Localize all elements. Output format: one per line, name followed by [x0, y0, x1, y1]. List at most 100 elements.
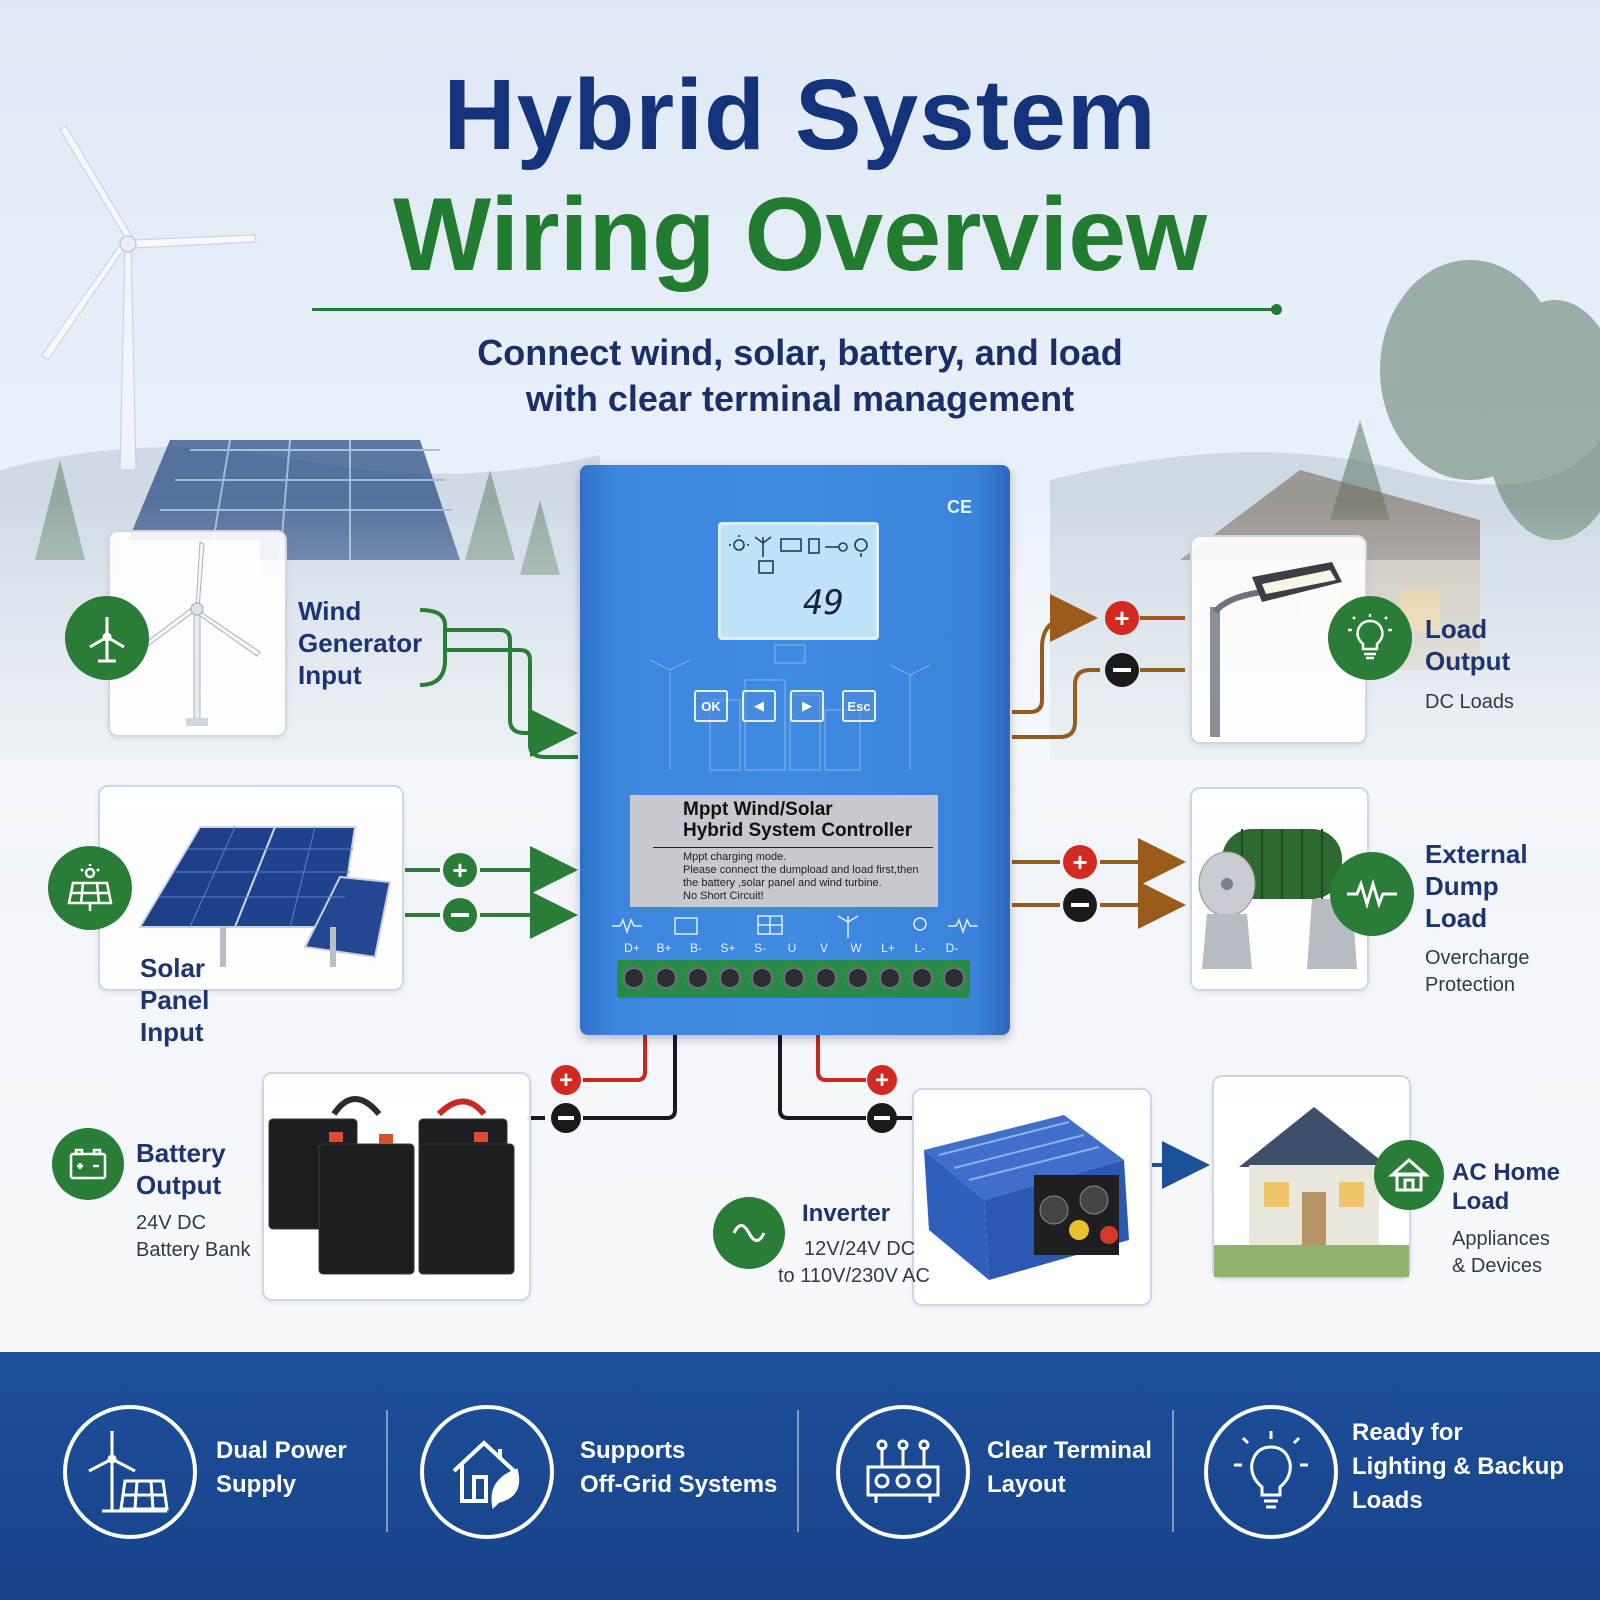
dump-resistor-image	[1198, 829, 1357, 969]
home-image	[1214, 1107, 1409, 1277]
title-line-1: Hybrid System	[443, 59, 1157, 171]
dump-sub-line2: Protection	[1425, 974, 1516, 996]
terminal-screw[interactable]	[943, 967, 965, 989]
eco-house-icon	[420, 1405, 554, 1539]
controller-name: Mppt Wind/Solar Hybrid System Controller	[683, 799, 912, 841]
esc-button[interactable]: Esc	[842, 690, 876, 722]
ac-home-label: AC Home Load	[1452, 1158, 1560, 1216]
ok-button[interactable]: OK	[694, 690, 728, 722]
left-button[interactable]: ◀	[742, 690, 776, 722]
lightbulb-feature-icon	[1204, 1405, 1338, 1539]
wind-label: Wind Generator Input	[298, 595, 422, 691]
battery-sub: 24V DC Battery Bank	[136, 1210, 251, 1264]
title-underline	[312, 308, 1277, 311]
controller-notes: Mppt charging mode. Please connect the d…	[683, 851, 933, 903]
wind-solar-icon	[63, 1405, 197, 1539]
home-icon	[1374, 1140, 1444, 1210]
svg-text:+: +	[559, 1067, 573, 1094]
svg-text:+: +	[1114, 603, 1129, 633]
inverter-sub-line1: 12V/24V DC	[804, 1238, 916, 1260]
solar-label: Solar Panel Input	[140, 952, 209, 1048]
load-label-line2: Output	[1425, 646, 1511, 676]
subtitle-line-1: Connect wind, solar, battery, and load	[477, 332, 1123, 373]
terminal-screw[interactable]	[751, 967, 773, 989]
load-wires	[1012, 594, 1185, 739]
lcd-status-icons	[729, 535, 868, 574]
feature-divider-3	[1172, 1410, 1174, 1532]
solar-minus-badge	[443, 898, 477, 932]
solar-label-line1: Solar	[140, 953, 206, 983]
dump-load-card	[1190, 787, 1369, 991]
solar-label-line3: Input	[140, 1017, 204, 1047]
terminal-label-10: D-	[945, 941, 959, 955]
solar-plus-badge: +	[443, 853, 477, 887]
solar-label-line2: Panel	[140, 985, 210, 1015]
inverter-sub: 12V/24V DC to 110V/230V AC	[778, 1236, 930, 1290]
dump-label-line1: External	[1425, 839, 1528, 869]
battery-plus-badge: +	[551, 1065, 581, 1095]
wind-turbine-icon	[65, 596, 149, 680]
solar-panel-icon	[48, 846, 132, 930]
wind-wires	[419, 608, 578, 759]
solar-panel-image	[138, 826, 392, 967]
terminal-screw[interactable]	[783, 967, 805, 989]
terminal-label-0: D+	[624, 941, 640, 955]
dump-label: External Dump Load	[1425, 838, 1528, 934]
terminal-screw[interactable]	[655, 967, 677, 989]
feature-4-line1: Ready for	[1352, 1419, 1463, 1446]
inverter-wires	[778, 1035, 912, 1120]
inverter-plus-badge: +	[867, 1065, 897, 1095]
dump-label-line2: Dump	[1425, 871, 1499, 901]
title-line-2: Wiring Overview	[393, 177, 1207, 293]
controller-name-rule	[653, 847, 933, 848]
feature-divider-2	[797, 1410, 799, 1532]
battery-sub-line1: 24V DC	[136, 1212, 207, 1234]
controller-note-4: No Short Circuit!	[683, 890, 764, 902]
terminal-screw[interactable]	[719, 967, 741, 989]
terminal-screw[interactable]	[623, 967, 645, 989]
terminal-screw[interactable]	[879, 967, 901, 989]
dump-sub-line1: Overcharge	[1425, 947, 1530, 969]
right-button[interactable]: ▶	[790, 690, 824, 722]
load-label-line1: Load	[1425, 614, 1488, 644]
battery-label-line1: Battery	[136, 1138, 226, 1168]
terminal-screw[interactable]	[847, 967, 869, 989]
feature-3-text: Clear Terminal Layout	[987, 1434, 1152, 1502]
inverter-title: Inverter	[802, 1200, 891, 1227]
terminal-label-6: V	[819, 941, 828, 955]
feature-3-line2: Layout	[987, 1471, 1066, 1498]
terminal-label-3: S+	[720, 941, 736, 955]
ce-mark: CE	[947, 497, 973, 517]
wind-label-line1: Wind	[298, 596, 362, 626]
hybrid-controller: CE 49 OK ◀ ▶ Esc Mppt Wind/Solar Hybrid …	[580, 465, 1010, 1035]
dump-plus-badge: +	[1063, 845, 1097, 879]
terminal-screw[interactable]	[911, 967, 933, 989]
terminal-label-9: L-	[914, 941, 926, 955]
street-light-image	[1210, 562, 1342, 737]
feature-1-line2: Supply	[216, 1471, 297, 1498]
load-minus-badge	[1105, 653, 1139, 687]
title-underline-dot	[1271, 304, 1282, 315]
ac-home-sub-line2: & Devices	[1452, 1255, 1543, 1277]
feature-2-line1: Supports	[580, 1437, 686, 1464]
terminal-label-2: B-	[690, 941, 702, 955]
solar-wires	[405, 846, 578, 939]
battery-icon	[52, 1128, 124, 1200]
dump-wires	[1012, 838, 1186, 929]
terminal-group-icons	[612, 915, 978, 938]
terminal-label-8: L+	[881, 941, 895, 955]
wind-turbine-image	[137, 541, 261, 726]
battery-bank-image	[268, 1096, 515, 1275]
terminal-screw[interactable]	[687, 967, 709, 989]
feature-2-line2: Off-Grid Systems	[580, 1471, 778, 1498]
svg-text:+: +	[1072, 847, 1087, 877]
controller-note-3: the battery ,solar panel and wind turbin…	[683, 877, 882, 889]
dump-sub: Overcharge Protection	[1425, 945, 1530, 999]
controller-label-panel: Mppt Wind/Solar Hybrid System Controller…	[630, 795, 938, 907]
terminal-label-1: B+	[656, 941, 672, 955]
terminal-screw[interactable]	[815, 967, 837, 989]
wind-label-line2: Generator	[298, 628, 423, 658]
wiring-lines: + + + + +	[405, 594, 1210, 1189]
feature-2-text: Supports Off-Grid Systems	[580, 1434, 777, 1502]
battery-wires	[527, 1035, 677, 1120]
